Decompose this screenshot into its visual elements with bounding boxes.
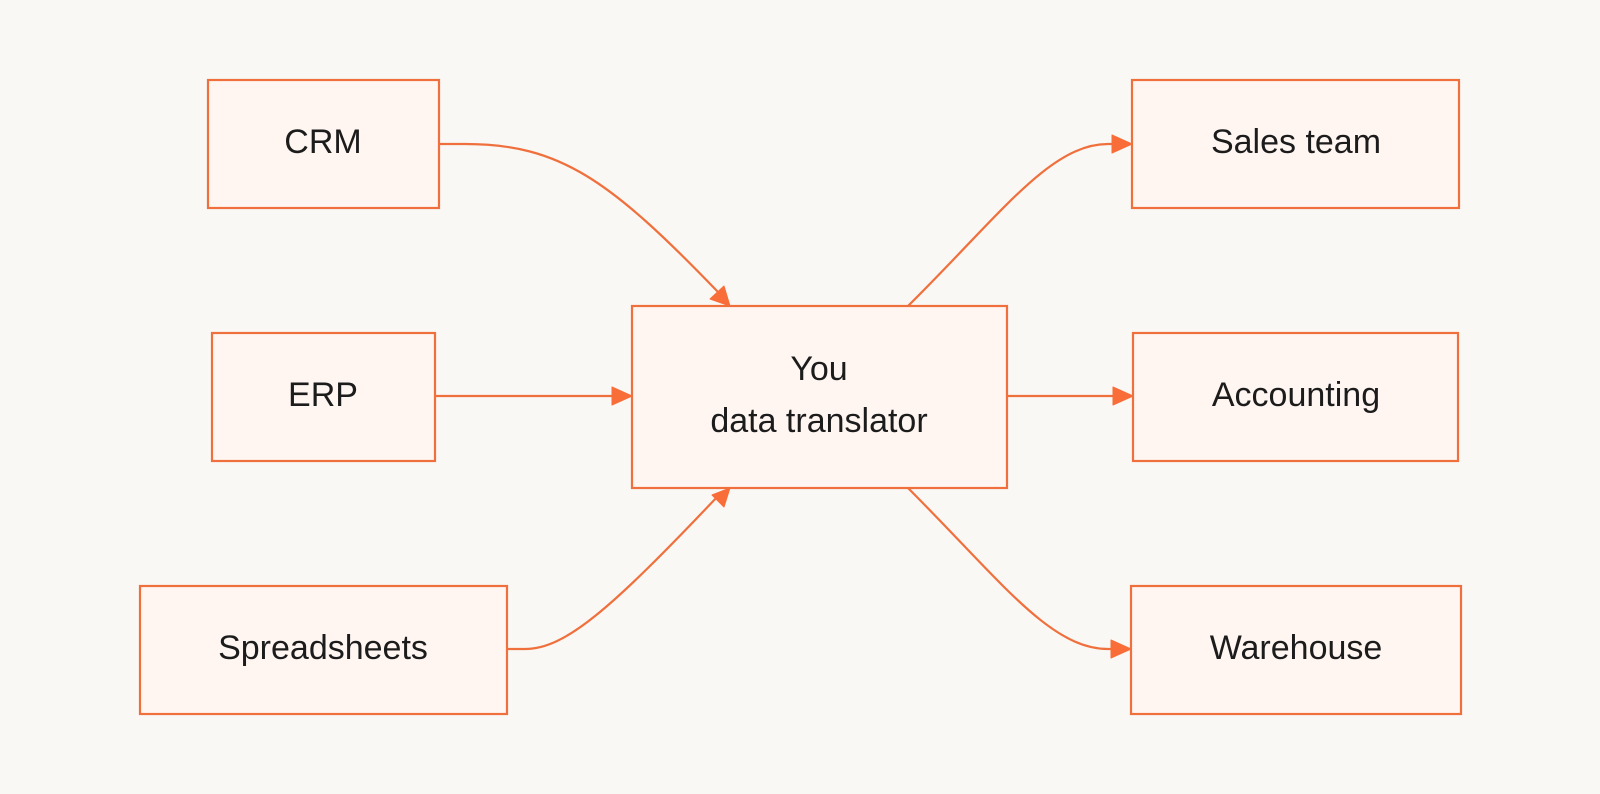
node-crm-label: CRM: [284, 123, 361, 161]
edge-translator-to-warehouse: [907, 487, 1115, 651]
arrowhead-into-warehouse: [1110, 639, 1132, 659]
node-accounting-box: [1131, 331, 1460, 463]
arrowhead-into-sales: [1111, 134, 1133, 154]
node-translator: You data translator: [630, 304, 1009, 490]
node-translator-label-line2: data translator: [710, 402, 927, 440]
node-erp-label: ERP: [288, 376, 358, 414]
edge-spreadsheets-to-translator: [507, 495, 719, 651]
edge-crm-to-translator: [439, 142, 719, 293]
arrowhead-into-translator-left: [611, 386, 633, 406]
node-crm-box: [206, 78, 441, 210]
node-crm: CRM: [206, 78, 441, 210]
edge-translator-to-sales: [907, 142, 1115, 307]
node-sales: Sales team: [1130, 78, 1461, 210]
node-warehouse-box: [1129, 584, 1463, 716]
node-erp-box: [210, 331, 437, 463]
node-sales-box: [1130, 78, 1461, 210]
node-spreadsheets-box: [138, 584, 509, 716]
arrowhead-into-translator-top: [709, 285, 731, 307]
node-translator-label-line1: You: [790, 350, 847, 388]
node-accounting-label: Accounting: [1212, 376, 1380, 414]
node-accounting: Accounting: [1131, 331, 1460, 463]
edges: [435, 142, 1117, 651]
arrowheads: [611, 134, 1134, 659]
node-translator-box: [630, 304, 1009, 490]
node-sales-label: Sales team: [1211, 123, 1381, 161]
node-spreadsheets-label: Spreadsheets: [218, 629, 428, 667]
node-erp: ERP: [210, 331, 437, 463]
arrowhead-into-translator-bottom: [711, 487, 731, 508]
node-warehouse-label: Warehouse: [1210, 629, 1383, 667]
node-warehouse: Warehouse: [1129, 584, 1463, 716]
node-spreadsheets: Spreadsheets: [138, 584, 509, 716]
arrowhead-into-accounting: [1112, 386, 1134, 406]
